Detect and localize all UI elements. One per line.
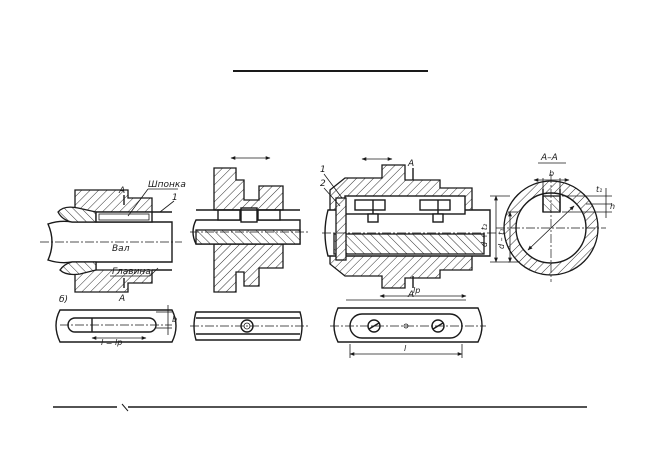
- label-num2-mid: 2: [320, 179, 326, 189]
- label-l: l: [404, 344, 407, 353]
- label-num1-left: 1: [172, 193, 178, 203]
- label-a-top-left: A: [118, 186, 125, 196]
- label-shponka: Шпонка: [148, 180, 186, 190]
- view-variant-b: б) l = lр b: [55, 295, 177, 347]
- label-num1-mid: 1: [320, 165, 326, 175]
- view-feather-key-plan: lр l: [330, 286, 486, 358]
- view-gear: [190, 156, 308, 293]
- label-b-small: b: [172, 315, 177, 324]
- label-d-minus-t1: d – t₁: [497, 228, 506, 249]
- label-lp: lр: [413, 286, 420, 295]
- view-section-aa: A–A b h t₁ d + t₂ d – t₁: [480, 153, 615, 282]
- label-variant-b: б): [59, 295, 68, 305]
- label-a-mid-top: A: [407, 159, 414, 169]
- label-h-section: h: [610, 202, 615, 211]
- view-gear-plan: [190, 311, 308, 341]
- label-d-plus-t2: d + t₂: [480, 223, 489, 247]
- label-section-title: A–A: [540, 153, 558, 163]
- label-val: Вал: [112, 244, 130, 254]
- label-a-bottom-left: A: [118, 294, 125, 304]
- footer-tick: [121, 403, 129, 412]
- label-b-section: b: [549, 169, 554, 178]
- view-prismatic-key: A A Шпонка 1 Вал Главина: [40, 180, 186, 304]
- view-feather-key: A A 1 2: [320, 157, 498, 300]
- label-stupica: Главина: [112, 267, 151, 277]
- label-t1-section: t₁: [596, 185, 602, 194]
- label-l-eq-lp: l = lр: [101, 338, 122, 347]
